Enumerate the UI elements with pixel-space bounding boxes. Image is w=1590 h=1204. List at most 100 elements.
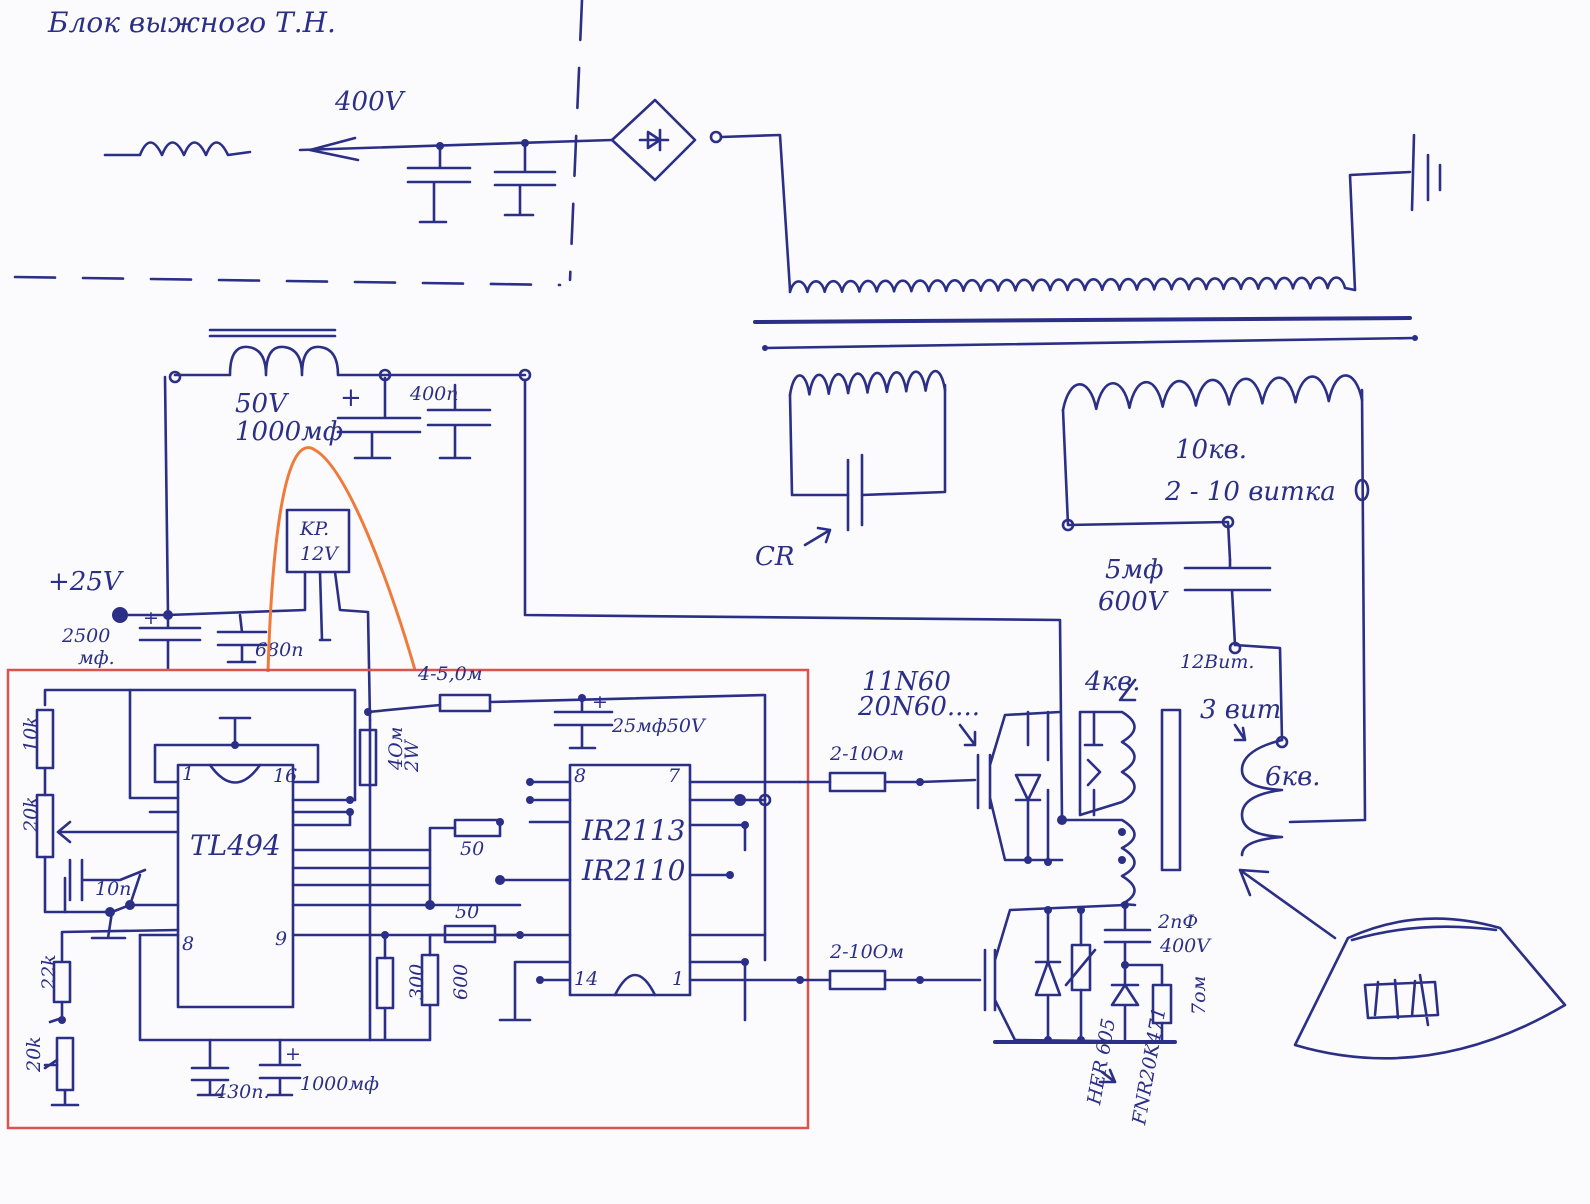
diode-icon: [638, 128, 670, 152]
resistor-600: [420, 953, 440, 1007]
crucible-insert: [1363, 973, 1440, 1027]
output-inductor: [103, 141, 252, 157]
svg-text:7: 7: [668, 765, 681, 787]
choke-core: [208, 328, 337, 338]
hv-rail-top: [298, 138, 614, 152]
label-gate-resistor-2: 2-10Ом: [829, 941, 904, 963]
wire-to-primary: [719, 133, 792, 292]
label-1000mf: 1000мф: [235, 417, 343, 447]
secondary-winding-10kv: [1061, 374, 1364, 412]
label-2nf: 2nФ: [1157, 911, 1198, 933]
label-50v: 50V: [235, 389, 289, 419]
label-turns: 2 - 10 витка: [1164, 477, 1336, 507]
diode-her605: [1034, 908, 1062, 1042]
supply-left-rail: [163, 375, 170, 617]
label-igbt-20n60: 20N60....: [857, 692, 980, 722]
capacitor-5mf: [1183, 558, 1272, 647]
cr-loop: [788, 383, 947, 497]
label-5mf: 5мф: [1105, 555, 1163, 585]
label-3-turns: 3 вит: [1200, 695, 1281, 725]
coil-lower: [1060, 818, 1137, 907]
label-her605: HER 605: [1083, 1017, 1120, 1108]
label-12-turns: 12Вит.: [1180, 651, 1254, 673]
gate-resistor-2: [828, 969, 887, 991]
arrow-icon: [1118, 678, 1137, 702]
label-12v: 12V: [300, 543, 340, 565]
diode-snubber: [1110, 963, 1140, 1042]
label-22k: 22k: [38, 954, 60, 991]
highlight-box: [6, 668, 810, 1130]
junction-dot: [436, 142, 444, 150]
svg-text:1: 1: [672, 968, 684, 990]
label-fnr20k471: FNR20K471: [1128, 1006, 1170, 1128]
svg-text:+: +: [143, 607, 159, 629]
title: Блок выжного Т.Н.: [47, 6, 336, 39]
label-cr: CR: [755, 542, 794, 572]
secondary-lead-left: [1061, 408, 1232, 562]
capacitor-2500mf: [138, 613, 202, 670]
arrow-icon: [1098, 1068, 1117, 1084]
capacitor-1000mf-2: [258, 1038, 302, 1097]
svg-text:14: 14: [574, 968, 598, 990]
label-10kv: 10кв.: [1175, 435, 1247, 465]
svg-text:+: +: [592, 691, 608, 713]
regulator-12v: [285, 508, 351, 574]
gate-resistor-1: [828, 771, 887, 793]
pot-wiper: [43, 820, 180, 914]
coil-6kv: [1240, 738, 1284, 857]
resistor-300: [375, 956, 395, 1010]
diode-upper: [1014, 710, 1042, 862]
label-600v: 600V: [1098, 587, 1169, 617]
coil-4kv: [1078, 710, 1136, 817]
label-400v-2: 400V: [1159, 935, 1212, 957]
resistor-50-1: [453, 818, 502, 838]
label-430n: 430n.: [214, 1081, 270, 1103]
label-300: 300: [406, 964, 428, 1000]
filter-capacitor-1: [406, 143, 472, 224]
arrow-icon: [308, 136, 360, 162]
label-mf: мф.: [78, 647, 115, 669]
arrow-icon: [803, 526, 832, 547]
low-voltage-supply: + 50V 1000мф 400n KP. 12V +25V + 2500 мф…: [48, 328, 1064, 822]
capacitor-2nf: [1103, 903, 1164, 987]
label-4-5ohm: 4-5,0м: [417, 663, 482, 685]
label-680n: 680n: [255, 639, 304, 661]
ferrite-rod: [1160, 708, 1182, 872]
capacitor-25mf: [553, 696, 614, 750]
cr-capacitor: [846, 453, 864, 532]
label-7ohm: 7ом: [1188, 976, 1210, 1015]
junction-dot: [521, 139, 529, 147]
dashed-separator-horizontal: [13, 275, 562, 287]
potentiometer-20k-2: [55, 1036, 75, 1092]
capacitor-10n: [63, 858, 147, 914]
wire-to-coil: [1233, 643, 1284, 742]
label-400n: 400n: [409, 383, 459, 405]
resistor-4om: [358, 728, 378, 787]
label-20k: 20k: [20, 796, 42, 833]
cr-tank: CR: [755, 369, 947, 572]
label-50-2: 50: [455, 901, 479, 923]
label-10n: 10n: [95, 878, 131, 900]
capacitor-1000mf: [336, 376, 422, 460]
mains-input-section: 400V: [103, 87, 1442, 292]
svg-text:16: 16: [273, 765, 297, 787]
capacitor-680n: [216, 613, 268, 664]
hv-secondary: 10кв. 2 - 10 витка 5мф 600V 12Вит. 3 вит…: [1061, 374, 1370, 857]
chip-ir2113-label: IR2113: [581, 814, 685, 847]
capacitor-430n: [190, 1038, 230, 1097]
label-6kv: 6кв.: [1265, 762, 1320, 792]
supply-right-rail: [523, 378, 1064, 822]
svg-text:8: 8: [182, 933, 194, 955]
snubber-4kv: [1083, 710, 1104, 817]
label-gate-resistor-1: 2-10Ом: [829, 743, 904, 765]
svg-text:8: 8: [574, 765, 586, 787]
label-20k-2: 20k: [23, 1036, 45, 1073]
secondary-lead-right: [1288, 388, 1367, 824]
label-25mf50v: 25мф50V: [611, 715, 707, 737]
svg-text:+: +: [340, 383, 362, 413]
igbt-lower: [983, 903, 1177, 1044]
label-2w: 2W: [401, 739, 423, 773]
driver-section: 10k 20k 10n 22k 20k TL494 1 16 8 9: [20, 663, 804, 1107]
label-2500: 2500: [61, 625, 110, 647]
